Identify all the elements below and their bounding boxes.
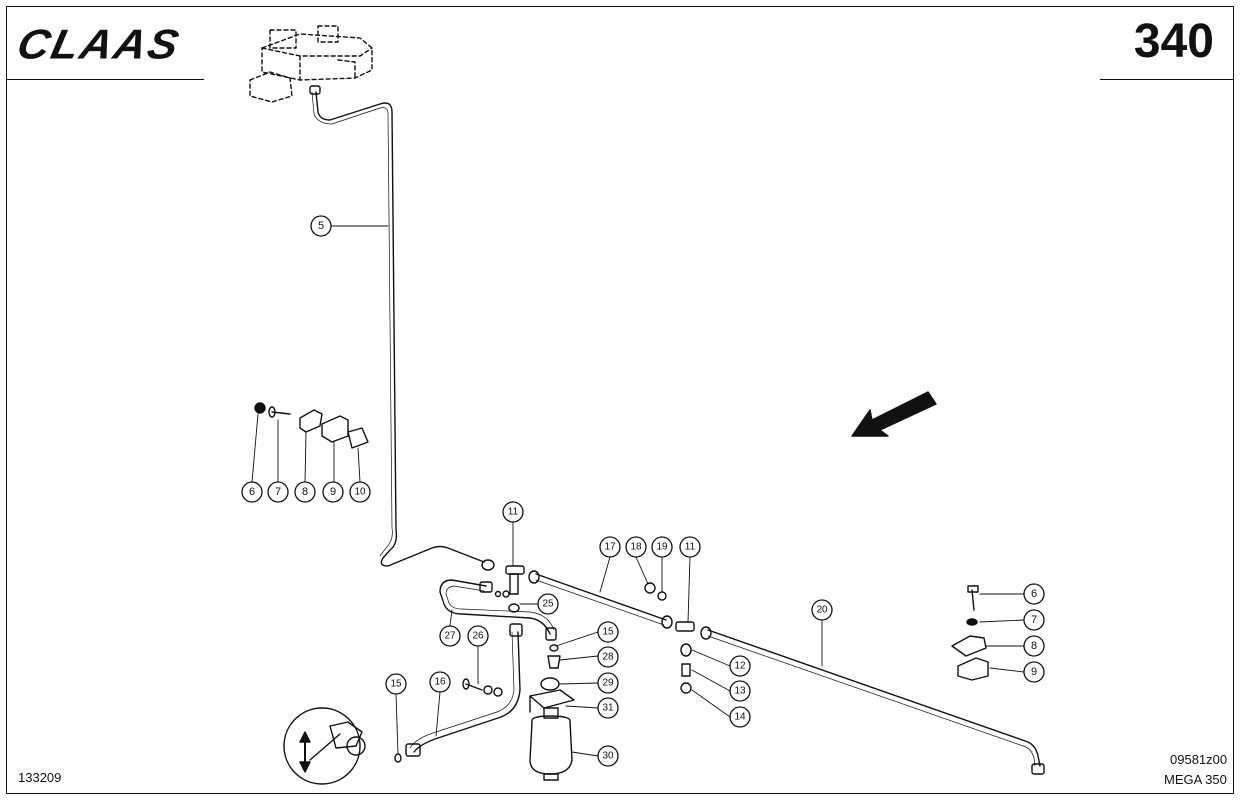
model-name: MEGA 350 (1164, 772, 1227, 787)
callout-19: 19 (656, 542, 668, 553)
tube-5-nut (481, 559, 495, 571)
seal-29 (540, 677, 560, 691)
bracket-31 (529, 689, 575, 713)
tube-17-b (535, 579, 665, 626)
callout-6-left: 6 (249, 486, 255, 498)
hose-27-b (445, 585, 555, 631)
drawing-number: 133209 (18, 770, 62, 785)
callout-6-right: 6 (1031, 588, 1037, 600)
direction-arrow (851, 391, 937, 437)
o-ring-15-left (394, 753, 402, 763)
callout-16: 16 (434, 677, 446, 688)
hose-27-fitting (479, 581, 493, 593)
tube-20-end-fitting (1031, 763, 1045, 775)
callout-11-left: 11 (508, 507, 519, 518)
adapter-28 (547, 655, 561, 669)
callout-7-left: 7 (275, 486, 281, 498)
hose-16-fitting-b (405, 743, 421, 757)
callout-9-left: 9 (330, 486, 336, 498)
tube-5 (315, 91, 485, 567)
callout-12: 12 (734, 661, 746, 672)
hose-27 (439, 579, 551, 635)
part-19 (657, 591, 667, 601)
hose-16-b (409, 631, 515, 749)
accumulator-30 (529, 707, 573, 781)
callout-11-right: 11 (685, 542, 696, 553)
tube-17-nut-a (528, 570, 540, 584)
tube-20-nut (700, 626, 712, 640)
tee-fitting-right (675, 621, 695, 694)
callout-26: 26 (472, 631, 484, 642)
image-code: 09581z00 (1170, 752, 1228, 767)
callout-circles (241, 215, 1045, 767)
callout-8-right: 8 (1031, 640, 1037, 652)
tube-5-fitting (309, 85, 321, 95)
page-number: 340 (1133, 15, 1214, 68)
page-number-underline (1100, 79, 1234, 80)
o-ring-15 (549, 644, 559, 652)
callout-17: 17 (604, 542, 616, 553)
callout-28: 28 (602, 652, 614, 663)
callout-8-left: 8 (302, 486, 308, 498)
callout-14: 14 (734, 712, 746, 723)
clamp-kit-left-leaders (251, 413, 361, 483)
adjustment-symbol (283, 707, 366, 785)
tube-20 (707, 629, 1041, 767)
callout-5: 5 (318, 220, 324, 232)
callout-9-right: 9 (1031, 666, 1037, 678)
callout-29: 29 (602, 678, 614, 689)
bolt-26 (462, 678, 503, 697)
callout-7-right: 7 (1031, 614, 1037, 626)
callout-25: 25 (542, 599, 554, 610)
clamp-kit-right (951, 585, 989, 681)
leader-lines (331, 225, 1025, 757)
callout-10: 10 (354, 487, 366, 498)
callout-13: 13 (734, 686, 746, 697)
drawing-frame (6, 6, 1234, 794)
callout-18: 18 (630, 542, 642, 553)
callout-31: 31 (602, 703, 614, 714)
tee-fitting-left (494, 565, 525, 613)
tube-17-nut-b (661, 615, 673, 629)
hose-16-fitting (509, 623, 523, 637)
valve-block-outline (249, 25, 373, 103)
tube-17 (535, 573, 667, 621)
part-18 (644, 582, 656, 594)
tube-20-b (707, 635, 1036, 767)
tube-5-inner (311, 91, 393, 557)
callout-15-left: 15 (390, 679, 402, 690)
hose-27-fitting-b (545, 627, 557, 641)
logo-underline (6, 79, 204, 80)
callout-20: 20 (816, 605, 828, 616)
clamp-kit-left (254, 402, 369, 449)
callout-27: 27 (444, 631, 456, 642)
callout-30: 30 (602, 751, 614, 762)
callout-15: 15 (602, 627, 614, 638)
